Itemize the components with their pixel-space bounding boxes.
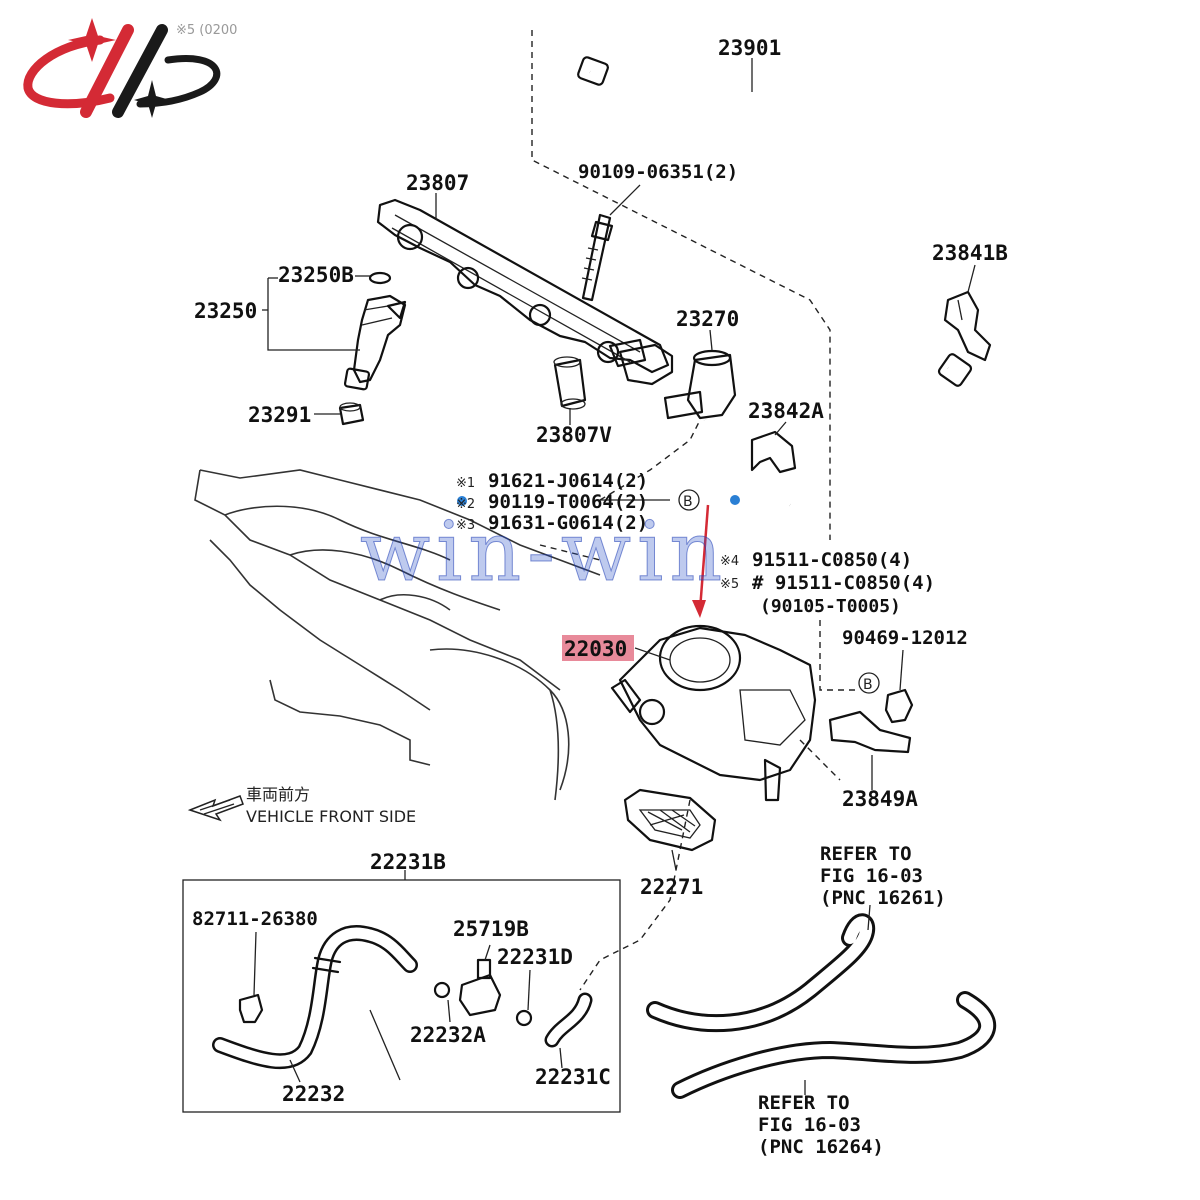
clip-23841B — [943, 290, 992, 362]
svg-text:※5: ※5 — [720, 577, 739, 592]
top-cut-text: ※5 (0200 — [176, 23, 237, 38]
bolt-90109 — [581, 184, 641, 302]
hose-22232 — [212, 925, 418, 1070]
label-23807: 23807 — [406, 171, 469, 195]
clip-82711 — [238, 931, 264, 1024]
vsv-25719B — [458, 944, 502, 1017]
svg-text:※2: ※2 — [456, 497, 475, 512]
label-25719B: 25719B — [453, 917, 529, 941]
label-23291: 23291 — [248, 403, 311, 427]
direction-text-jp: 車両前方 — [246, 785, 310, 804]
label-23901: 23901 — [718, 36, 781, 60]
red-arrow — [692, 504, 710, 618]
label-23842A: 23842A — [748, 399, 824, 423]
label-23807V: 23807V — [536, 423, 612, 447]
label-91511-a: 91511-C0850(4) — [752, 549, 912, 571]
svg-text:B: B — [863, 677, 873, 693]
label-82711: 82711-26380 — [192, 908, 318, 930]
label-22231B: 22231B — [370, 850, 446, 874]
label-90109: 90109-06351(2) — [578, 161, 738, 183]
label-22232: 22232 — [282, 1082, 345, 1106]
hose-22231C — [544, 992, 593, 1069]
group-box-22231B — [182, 879, 621, 1113]
label-90105: (90105-T0005) — [760, 596, 901, 617]
spacer-23807V — [553, 356, 587, 410]
brand-logo — [23, 18, 221, 118]
svg-text:※4: ※4 — [720, 554, 739, 569]
label-22271: 22271 — [640, 875, 703, 899]
ref2-line1: REFER TO — [758, 1092, 850, 1114]
hose-16261 — [646, 904, 876, 1033]
label-23841B: 23841B — [932, 241, 1008, 265]
part-labels: 23901 90109-06351(2) 23807 23841B 23250B… — [192, 36, 1008, 1158]
highlight-22030 — [562, 635, 634, 661]
clamp-22232A — [433, 981, 451, 1023]
svg-text:※3: ※3 — [456, 518, 475, 533]
label-23849A: 23849A — [842, 787, 918, 811]
label-23250B: 23250B — [278, 263, 354, 287]
label-91621: 91621-J0614(2) — [488, 470, 648, 492]
throttle-body-22030 — [610, 624, 817, 802]
regulator-23270 — [663, 349, 792, 509]
engine-outline — [194, 469, 601, 801]
hose-16264 — [671, 991, 996, 1099]
label-90119: 90119-T0064(2) — [488, 491, 648, 513]
svg-text:B: B — [683, 494, 693, 510]
clip-23842A — [750, 430, 797, 474]
label-22231D: 22231D — [497, 945, 573, 969]
seal-23291 — [338, 402, 365, 426]
ref2-line3: (PNC 16264) — [758, 1136, 884, 1158]
ref1-line1: REFER TO — [820, 843, 912, 865]
label-22232A: 22232A — [410, 1023, 486, 1047]
label-90469: 90469-12012 — [842, 627, 968, 649]
leader-lines — [531, 30, 860, 991]
watermark-text: win-win — [360, 505, 728, 600]
svg-text:※1: ※1 — [456, 476, 475, 491]
clamp-22231D — [515, 969, 533, 1027]
direction-text-en: VEHICLE FRONT SIDE — [246, 807, 416, 826]
ref2-line2: FIG 16-03 — [758, 1114, 861, 1136]
front-direction-arrow — [187, 795, 244, 822]
clip-90469 — [884, 649, 914, 724]
injector-23250 — [343, 271, 407, 391]
gasket-22271 — [623, 788, 717, 852]
bracket-23849A — [828, 710, 912, 790]
label-leaders — [262, 58, 976, 1083]
label-22030: 22030 — [564, 637, 627, 661]
hose-23901 — [577, 56, 973, 387]
label-91511-b: # 91511-C0850(4) — [752, 572, 935, 594]
label-23270: 23270 — [676, 307, 739, 331]
fuel-rail-23807 — [376, 198, 674, 386]
circle-b-markers: B B — [457, 489, 880, 694]
label-22231C: 22231C — [535, 1065, 611, 1089]
ref1-line2: FIG 16-03 — [820, 865, 923, 887]
label-91631: 91631-G0614(2) — [488, 512, 648, 534]
label-23250: 23250 — [194, 299, 257, 323]
ref1-line3: (PNC 16261) — [820, 887, 946, 909]
